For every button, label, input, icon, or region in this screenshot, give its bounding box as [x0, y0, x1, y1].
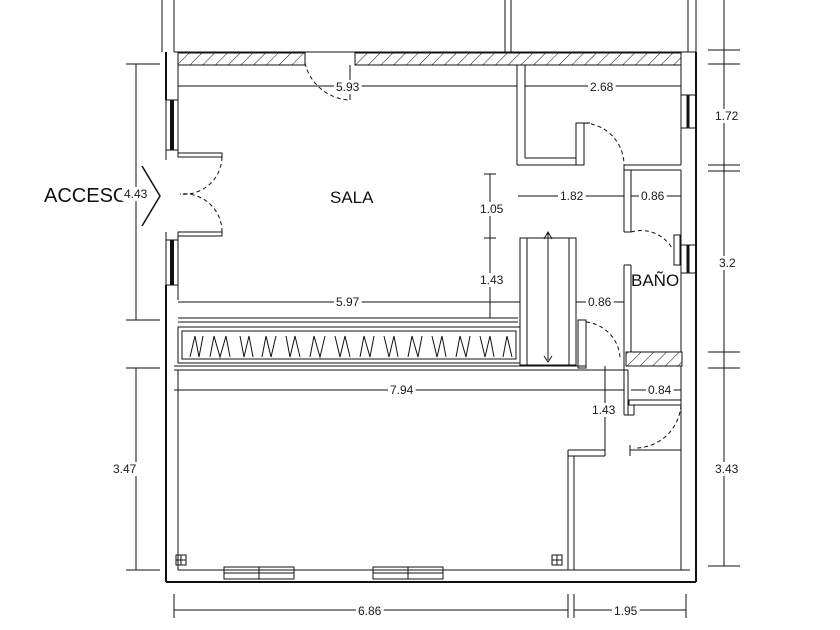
dimension-label-bg: [586, 295, 614, 309]
dimension-label-bg: [588, 80, 616, 94]
dimension-label-bg: [612, 604, 640, 618]
dimension-label-bg: [717, 256, 739, 270]
dim-hall-width: 1.82: [560, 189, 584, 203]
dimension-label-bg: [713, 109, 741, 123]
hatched-walls: [177, 52, 683, 367]
dimension-label-bg: [111, 462, 139, 476]
dimension-label-bg: [388, 383, 416, 397]
dimension-label-bg: [334, 295, 362, 309]
dimension-label-bg: [713, 462, 741, 476]
room-label-bathroom: BAÑO: [631, 271, 679, 290]
dimension-labels: 5.93 2.68 4.43 1.72 1.82 0.86 1.05 1.43 …: [111, 80, 741, 618]
dim-bath-width-top: 0.86: [641, 189, 665, 203]
dim-lower-overall-width: 7.94: [390, 383, 414, 397]
dim-partition-lower: 1.43: [480, 273, 504, 287]
dimension-label-bg: [478, 273, 506, 287]
dim-partition-upper: 1.05: [480, 202, 504, 216]
dim-top-right-width: 2.68: [590, 80, 614, 94]
dimension-label-bg: [590, 403, 618, 417]
dim-living-bottom-width: 5.97: [336, 295, 360, 309]
interior-walls: [174, 65, 681, 570]
kitchen-counter: [177, 326, 521, 364]
dim-lower-right-width: 0.84: [648, 383, 672, 397]
dim-lower-passage-height: 1.43: [592, 403, 616, 417]
dimension-label-bg: [478, 202, 506, 216]
dimension-label-bg: [334, 80, 362, 94]
dimension-label-bg: [639, 189, 667, 203]
dim-top-living-width: 5.93: [336, 80, 360, 94]
access-label: ACCESO: [44, 185, 128, 207]
dim-lower-left-height: 3.47: [113, 462, 137, 476]
dim-lower-right-height: 3.43: [715, 462, 739, 476]
doors: [177, 53, 682, 449]
dim-right-top-height: 1.72: [715, 109, 739, 123]
dim-bottom-left-width: 6.86: [358, 604, 382, 618]
dimension-label-bg: [122, 187, 150, 201]
staircase: [519, 230, 577, 366]
access-arrow-icon: [141, 165, 161, 227]
columns: [175, 554, 563, 566]
dim-access-height: 4.43: [124, 187, 148, 201]
bottom-windows: [223, 566, 444, 580]
dim-bottom-right-width: 1.95: [614, 604, 638, 618]
outer-walls: [165, 52, 697, 583]
dim-bath-width-bottom: 0.86: [588, 295, 612, 309]
dimension-label-bg: [646, 383, 674, 397]
upper-room-walls: [161, 0, 697, 53]
dim-bath-height: 3.2: [719, 256, 736, 270]
dimension-label-bg: [558, 189, 586, 203]
dimension-label-bg: [356, 604, 384, 618]
room-label-living: SALA: [330, 188, 374, 207]
dimension-lines: [126, 0, 740, 618]
